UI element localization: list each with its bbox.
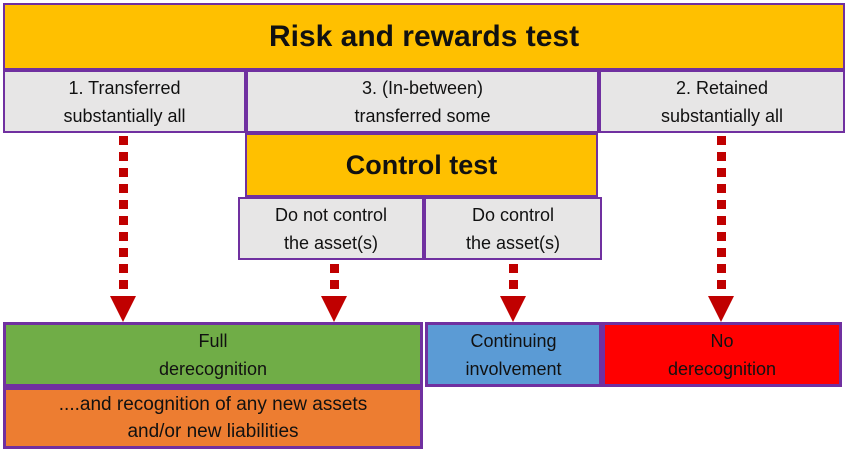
arrow-shaft xyxy=(508,264,518,296)
note-line: ....and recognition of any new assets xyxy=(58,394,368,415)
dashed-down-arrow-icon xyxy=(708,136,734,322)
dashed-down-arrow-icon xyxy=(110,136,136,322)
note-line: and/or new liabilities xyxy=(127,421,299,442)
arrow-shaft xyxy=(329,264,339,296)
result-full-derecognition: Full derecognition xyxy=(3,322,423,387)
arrow-head xyxy=(110,296,136,322)
branch-label-line: 3. (In-between) xyxy=(361,77,484,98)
risk-rewards-test-title: Risk and rewards test xyxy=(268,19,580,53)
note-recognition-new-assets-liabilities: ....and recognition of any new assets an… xyxy=(3,387,423,449)
result-no-derecognition: No derecognition xyxy=(602,322,842,387)
branch-transferred-substantially-all: 1. Transferred substantially all xyxy=(3,70,246,133)
result-label-line: Continuing xyxy=(470,330,557,351)
outcome-label-line: Do control xyxy=(471,204,555,225)
dashed-down-arrow-icon xyxy=(321,264,347,322)
branch-label-line: substantially all xyxy=(63,105,186,126)
result-label-line: No xyxy=(710,330,734,351)
arrow-head xyxy=(500,296,526,322)
outcome-do-control-assets: Do control the asset(s) xyxy=(424,197,602,260)
arrow-head xyxy=(708,296,734,322)
arrow-shaft xyxy=(716,136,726,296)
branch-label-line: substantially all xyxy=(660,105,784,126)
control-test-title: Control test xyxy=(345,149,498,180)
outcome-label-line: Do not control xyxy=(274,204,388,225)
outcome-label-line: the asset(s) xyxy=(283,232,379,253)
branch-label-line: 1. Transferred xyxy=(68,77,181,98)
result-label-line: Full xyxy=(198,330,228,351)
outcome-do-not-control-assets: Do not control the asset(s) xyxy=(238,197,424,260)
branch-label-line: 2. Retained xyxy=(675,77,769,98)
control-test-banner: Control test xyxy=(245,133,598,197)
branch-label-line: transferred some xyxy=(354,105,491,126)
arrow-head xyxy=(321,296,347,322)
result-label-line: derecognition xyxy=(158,358,268,379)
risk-rewards-test-banner: Risk and rewards test xyxy=(3,3,845,70)
branch-retained-substantially-all: 2. Retained substantially all xyxy=(599,70,845,133)
arrow-shaft xyxy=(118,136,128,296)
dashed-down-arrow-icon xyxy=(500,264,526,322)
result-continuing-involvement: Continuing involvement xyxy=(425,322,602,387)
branch-in-between-transferred-some: 3. (In-between) transferred some xyxy=(246,70,599,133)
outcome-label-line: the asset(s) xyxy=(465,232,561,253)
result-label-line: derecognition xyxy=(667,358,777,379)
result-label-line: involvement xyxy=(465,358,562,379)
